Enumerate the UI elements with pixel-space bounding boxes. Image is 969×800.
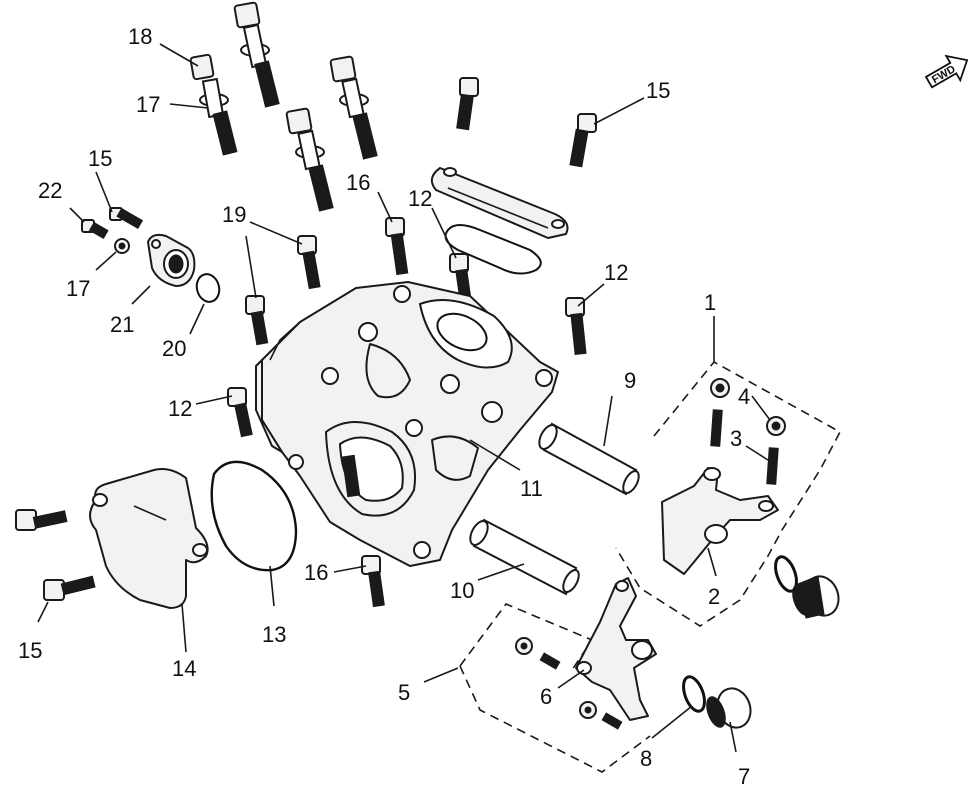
callout-12: 12 xyxy=(408,186,432,211)
leader-lines xyxy=(37,43,771,753)
cylinder-head xyxy=(255,281,559,567)
callout-2: 2 xyxy=(708,584,720,609)
callout-14: 14 xyxy=(172,656,196,681)
callout-5: 5 xyxy=(398,680,410,705)
adjuster-screw-3 xyxy=(710,409,779,485)
callout-13: 13 xyxy=(262,622,286,647)
lock-nut-5a xyxy=(515,637,561,670)
bolt-22 xyxy=(81,219,109,240)
callout-9: 9 xyxy=(624,368,636,393)
callout-16: 16 xyxy=(304,560,328,585)
bolt-16-top xyxy=(385,217,409,276)
callout-1: 1 xyxy=(704,290,716,315)
callout-19: 19 xyxy=(222,202,246,227)
callout-12: 12 xyxy=(604,260,628,285)
callout-18: 18 xyxy=(128,24,152,49)
callout-4: 4 xyxy=(738,384,750,409)
o-ring-8-lower xyxy=(682,675,706,713)
plug-7-lower xyxy=(706,687,752,729)
callout-6: 6 xyxy=(540,684,552,709)
bolt-15-side-lower xyxy=(43,575,96,601)
head-bolt-top-right xyxy=(329,55,378,160)
top-cover-plate xyxy=(430,167,569,239)
callout-15: 15 xyxy=(88,146,112,171)
callout-7: 7 xyxy=(738,764,750,789)
plug-7-upper xyxy=(792,575,840,619)
callout-11: 11 xyxy=(520,476,543,501)
lock-nut-5b xyxy=(579,701,623,730)
callout-labels: 18 17 15 16 12 19 12 12 11 9 1 4 3 2 10 … xyxy=(18,24,750,789)
fwd-arrow-icon: FWD xyxy=(924,54,969,89)
side-cover-14 xyxy=(89,468,209,609)
lock-nut-4 xyxy=(710,378,786,436)
bolt-15-small xyxy=(109,207,144,230)
callout-20: 20 xyxy=(162,336,186,361)
bolt-12-left xyxy=(227,387,253,438)
callout-15: 15 xyxy=(646,78,670,103)
callout-21: 21 xyxy=(110,312,134,337)
o-ring-8-upper xyxy=(774,555,798,593)
sensor-21 xyxy=(147,233,196,287)
bolt-left-upper xyxy=(245,295,269,346)
callout-17: 17 xyxy=(136,92,160,117)
callout-8: 8 xyxy=(640,746,652,771)
head-bolt-top-center xyxy=(233,1,280,108)
bolt-16-bottom xyxy=(361,555,385,608)
washer-17-small xyxy=(114,238,130,254)
o-ring-20 xyxy=(195,273,221,303)
bolt-12-right xyxy=(565,297,587,355)
rocker-shaft-10 xyxy=(469,518,580,596)
bolt-15-side-upper xyxy=(15,509,68,531)
callout-15: 15 xyxy=(18,638,42,663)
callout-12: 12 xyxy=(168,396,192,421)
rocker-shaft-9 xyxy=(538,422,640,496)
callout-10: 10 xyxy=(450,578,474,603)
rocker-assembly-1-outline xyxy=(615,360,842,627)
callout-17: 17 xyxy=(66,276,90,301)
callout-3: 3 xyxy=(730,426,742,451)
head-bolt-18 xyxy=(189,53,238,156)
bolt-top-short xyxy=(456,77,479,131)
rocker-arm-2 xyxy=(661,467,779,575)
gasket-13 xyxy=(210,460,298,572)
fwd-label: FWD xyxy=(930,63,958,86)
rocker-arm-6 xyxy=(575,577,657,721)
head-bolt-middle xyxy=(285,107,334,212)
bolt-19 xyxy=(297,235,321,290)
callout-22: 22 xyxy=(38,178,62,203)
callout-16: 16 xyxy=(346,170,370,195)
bolt-15-top-right xyxy=(569,113,597,168)
